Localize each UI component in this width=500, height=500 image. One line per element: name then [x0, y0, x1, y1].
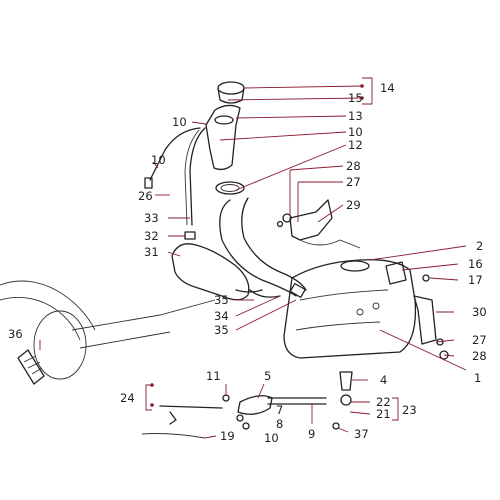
callout-1: 1: [474, 371, 481, 385]
hose-elbow-34: [249, 289, 281, 298]
callout-32: 32: [144, 229, 159, 243]
canister-outlet: [235, 289, 263, 293]
callout-27-top: 27: [346, 175, 361, 189]
callout-12: 12: [348, 138, 363, 152]
callout-24: 24: [120, 391, 135, 405]
group-brackets: [145, 77, 399, 421]
fuel-tap-4: [339, 371, 353, 391]
callout-22: 22: [376, 395, 391, 409]
callout-13: 13: [348, 109, 363, 123]
callout-35-upper: 35: [214, 293, 229, 307]
frame-mount-circle: [33, 310, 87, 380]
callout-4: 4: [380, 373, 387, 387]
drain-hose-19: [141, 433, 206, 439]
clip-8: [242, 422, 250, 430]
screw-36: [17, 349, 45, 385]
vent-tube-end: [144, 177, 153, 189]
mount-bracket-29: [289, 199, 333, 241]
callout-21: 21: [376, 407, 391, 421]
breather-hose-inner: [184, 129, 200, 226]
callout-14: 14: [380, 81, 395, 95]
washer-27: [276, 220, 284, 228]
screw-17: [422, 274, 430, 282]
clip-7: [236, 414, 244, 422]
tank-bracket-30: [413, 295, 437, 345]
hose-clamp-35: [289, 282, 306, 298]
callout-5: 5: [264, 369, 271, 383]
hose-clamp-32: [184, 231, 196, 240]
callout-8: 8: [276, 417, 283, 431]
callout-2: 2: [476, 239, 483, 253]
bolt-28: [282, 213, 292, 223]
callout-10-vent: 10: [151, 153, 166, 167]
leader-lines: [39, 85, 467, 439]
callout-34: 34: [214, 309, 229, 323]
tank-bracket-16: [385, 261, 407, 285]
fuel-hose-9: [267, 397, 327, 405]
callout-11: 11: [206, 369, 221, 383]
callout-19: 19: [220, 429, 235, 443]
callout-10-neck: 10: [348, 125, 363, 139]
callout-7: 7: [276, 403, 283, 417]
filler-neck: [205, 104, 241, 171]
callout-30: 30: [472, 305, 487, 319]
callout-27-right: 27: [472, 333, 487, 347]
callout-23: 23: [402, 403, 417, 417]
callout-36: 36: [8, 327, 23, 341]
callout-37: 37: [354, 427, 369, 441]
callout-35-lower: 35: [214, 323, 229, 337]
callout-10-top: 10: [172, 115, 187, 129]
callout-16: 16: [468, 257, 483, 271]
filler-hose: [219, 197, 307, 297]
callout-17: 17: [468, 273, 483, 287]
callout-26: 26: [138, 189, 153, 203]
fuel-tank: [283, 259, 417, 359]
neck-seal-ring: [215, 181, 245, 195]
callout-28-right: 28: [472, 349, 487, 363]
hose-24: [159, 405, 223, 425]
callout-10-bottom: 10: [264, 431, 279, 445]
breather-hose: [189, 127, 206, 226]
bracket-wire: [299, 239, 361, 249]
frame-outline: [0, 280, 96, 341]
fuel-filter-5: [237, 395, 273, 415]
screw-37: [332, 422, 340, 430]
frame-tube: [71, 299, 216, 349]
tap-outlet-22: [340, 394, 352, 406]
callout-31: 31: [144, 245, 159, 259]
callout-28-top: 28: [346, 159, 361, 173]
carbon-canister: [171, 243, 250, 301]
callout-29: 29: [346, 198, 361, 212]
callout-15: 15: [348, 91, 363, 105]
callout-9: 9: [308, 427, 315, 441]
callout-33: 33: [144, 211, 159, 225]
vent-tube-26: [149, 127, 201, 181]
